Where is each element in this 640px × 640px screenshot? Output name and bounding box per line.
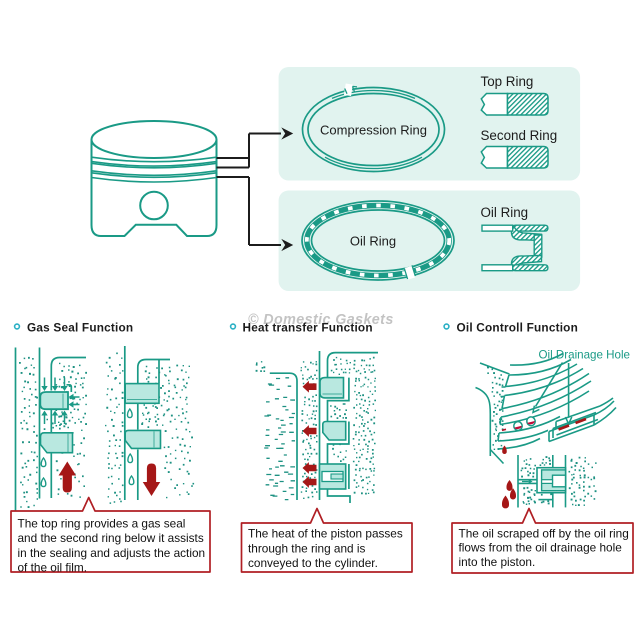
svg-text:Top Ring: Top Ring xyxy=(481,74,534,89)
svg-text:Oil Drainage Hole: Oil Drainage Hole xyxy=(539,349,631,362)
svg-text:through the ring and is: through the ring and is xyxy=(248,541,365,555)
svg-text:The top ring provides a gas se: The top ring provides a gas seal xyxy=(18,517,186,531)
svg-text:Oil Ring: Oil Ring xyxy=(481,205,529,220)
svg-text:The oil scraped off by the oil: The oil scraped off by the oil ring xyxy=(459,526,629,540)
svg-text:flows from the oil drainage ho: flows from the oil drainage hole xyxy=(459,541,623,555)
svg-text:and the second ring below it a: and the second ring below it assists xyxy=(18,531,204,545)
svg-text:conveyed to the cylinder.: conveyed to the cylinder. xyxy=(248,556,378,570)
svg-text:Oil Ring: Oil Ring xyxy=(350,233,396,248)
svg-text:in the sealing and adjusts the: in the sealing and adjusts the action xyxy=(18,546,206,560)
svg-text:Heat transfer Function: Heat transfer Function xyxy=(243,321,373,335)
svg-text:The heat of the piston passes: The heat of the piston passes xyxy=(248,527,403,541)
svg-text:Oil Controll Function: Oil Controll Function xyxy=(457,321,579,335)
svg-text:into the piston.: into the piston. xyxy=(459,555,536,569)
svg-text:Gas Seal Function: Gas Seal Function xyxy=(27,321,133,335)
svg-text:© Domestic Gaskets: © Domestic Gaskets xyxy=(248,312,394,328)
svg-text:Second Ring: Second Ring xyxy=(481,128,558,143)
svg-text:of the oil film.: of the oil film. xyxy=(18,560,88,574)
svg-text:© Domestic Gaskets: © Domestic Gaskets xyxy=(249,313,395,329)
svg-text:Compression Ring: Compression Ring xyxy=(320,123,427,138)
